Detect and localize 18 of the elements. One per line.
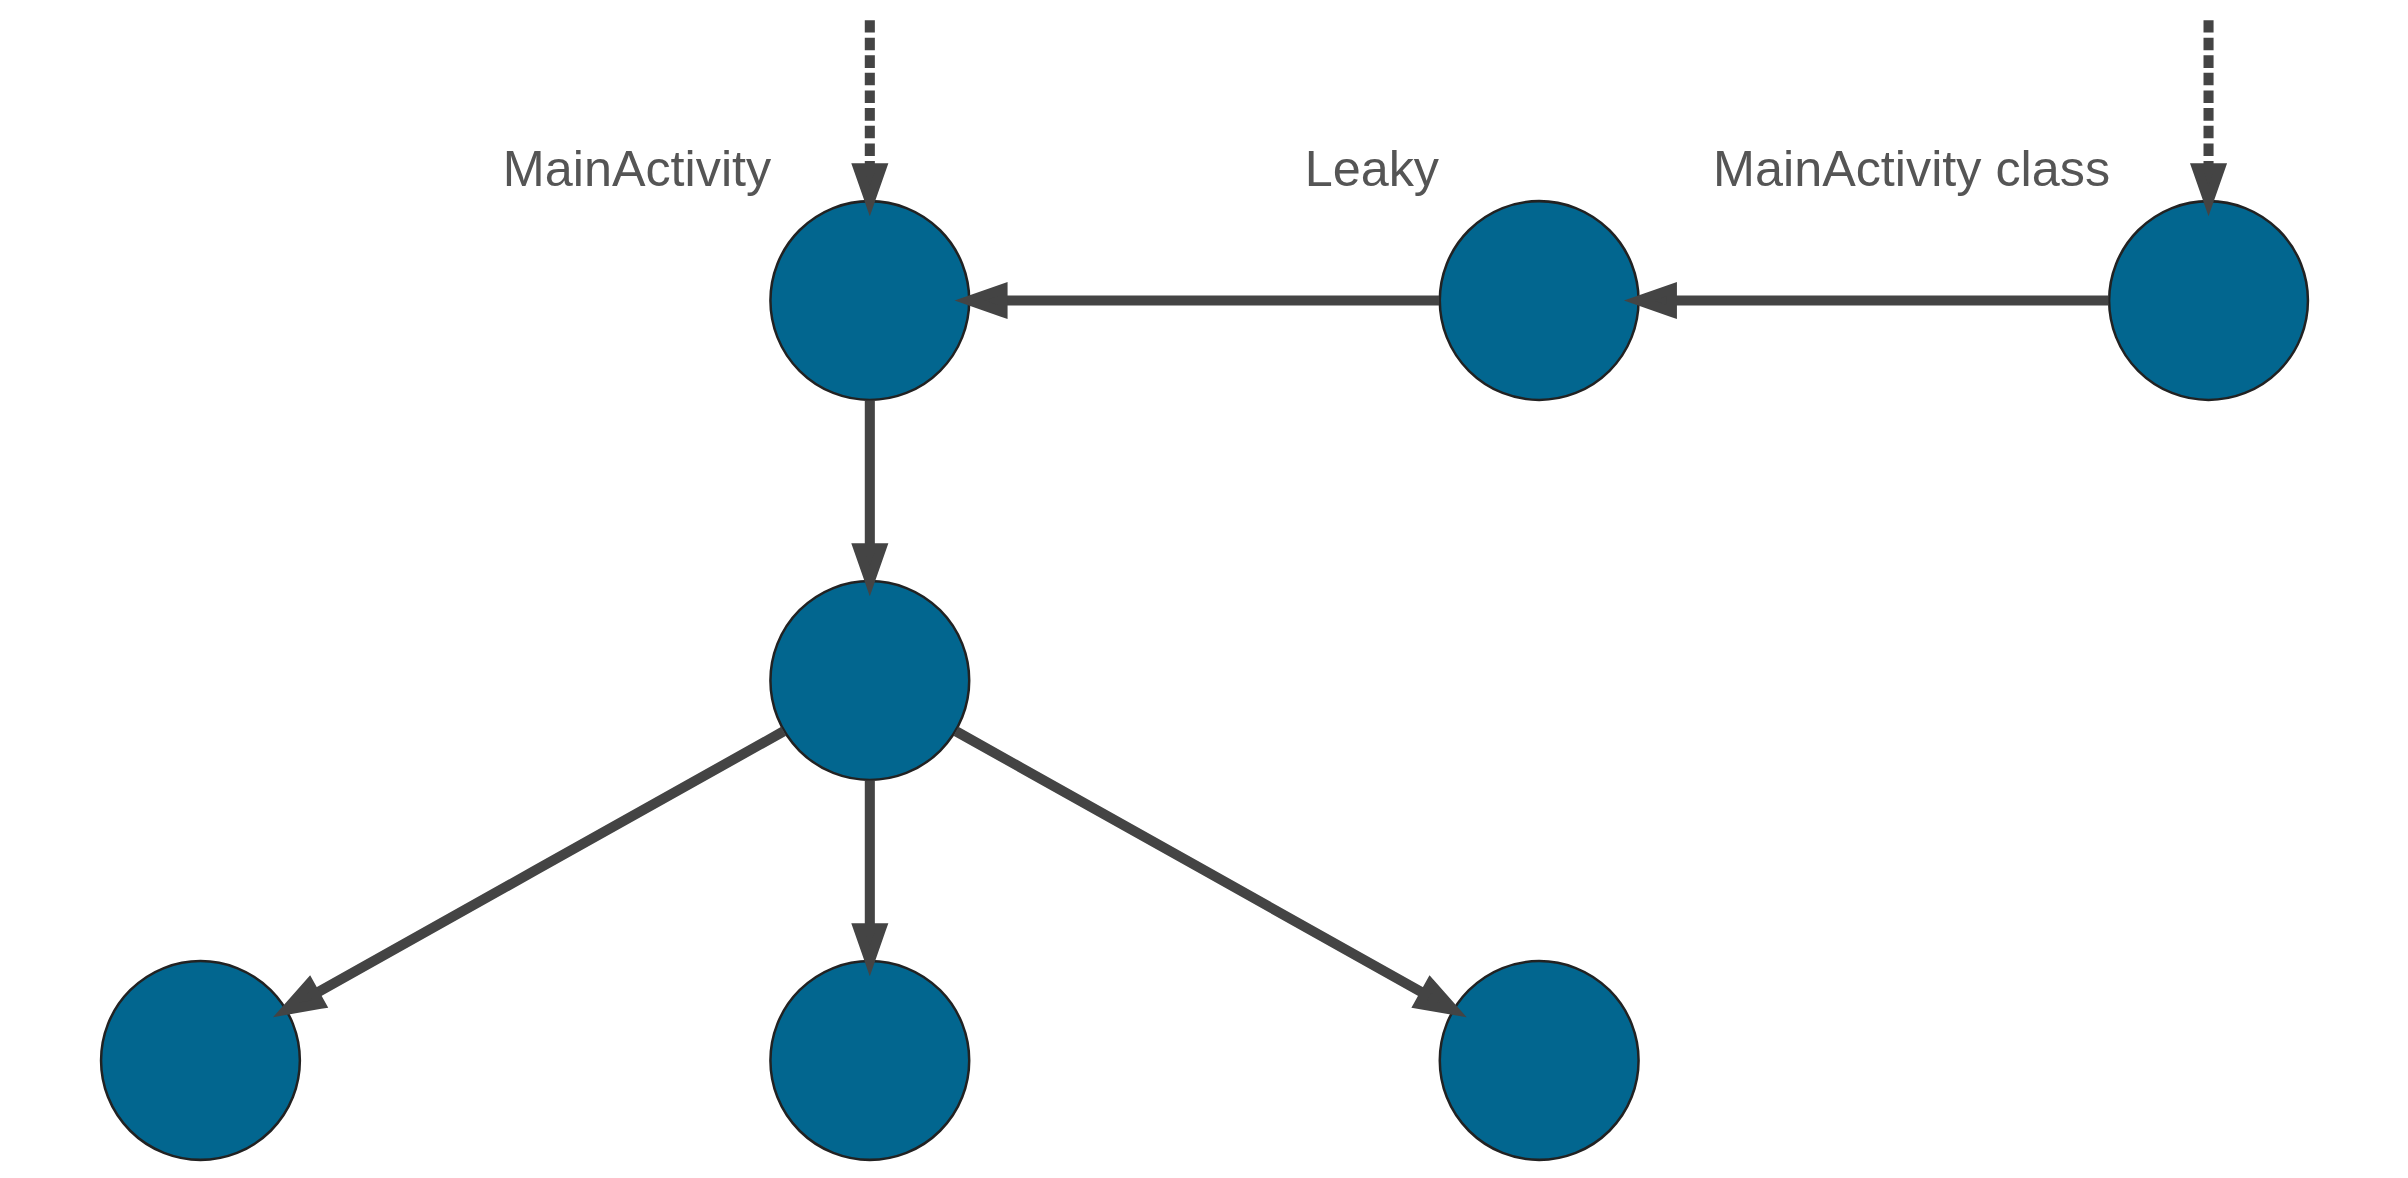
arrow xyxy=(1623,281,2108,320)
arrow xyxy=(2189,20,2227,217)
node-circle xyxy=(2107,199,2309,402)
arrow xyxy=(850,780,888,977)
node-label: Leaky xyxy=(1304,140,1439,198)
node-circle xyxy=(1438,959,1640,1162)
node-circle xyxy=(1438,199,1640,402)
node-circle xyxy=(768,199,970,402)
node-label: MainActivity class xyxy=(1712,140,2110,198)
node-label: MainActivity xyxy=(502,140,771,198)
arrow xyxy=(954,281,1439,320)
node-circle xyxy=(768,579,970,782)
arrow xyxy=(272,726,786,1018)
arrow xyxy=(953,726,1467,1018)
arrow xyxy=(850,20,888,217)
node-circle xyxy=(768,959,970,1162)
node-circle xyxy=(99,959,301,1162)
arrow xyxy=(850,400,888,597)
